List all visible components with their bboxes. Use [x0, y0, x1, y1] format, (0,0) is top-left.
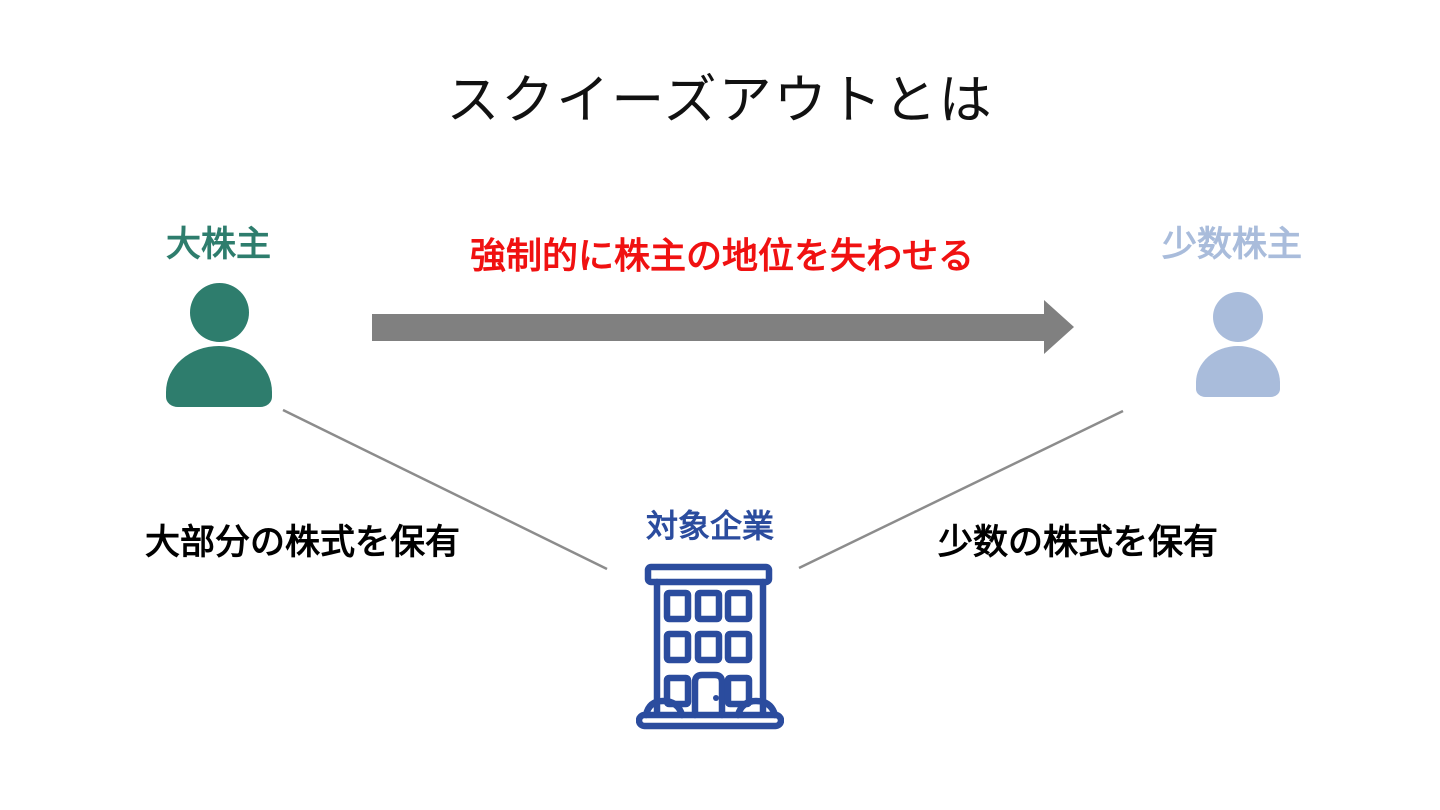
building-roof [644, 563, 773, 586]
arrow-head [1044, 300, 1074, 354]
page-title: スクイーズアウトとは [446, 71, 994, 130]
building-window [663, 589, 692, 623]
minority-holding-note: 少数の株式を保有 [938, 523, 1219, 562]
building-window [694, 630, 723, 664]
building-base [636, 711, 784, 730]
minority-shareholder-person-icon [1196, 292, 1280, 397]
person-head-shape [189, 283, 249, 342]
major-holding-note: 大部分の株式を保有 [145, 523, 461, 562]
building-bush [734, 697, 779, 719]
squeeze-out-caption: 強制的に株主の地位を失わせる [469, 235, 974, 276]
major-shareholder-label: 大株主 [166, 225, 272, 264]
building-window [694, 589, 723, 623]
building-window [724, 589, 753, 623]
person-torso-shape [166, 346, 272, 407]
building-window [724, 630, 753, 664]
building-doorknob [713, 695, 719, 701]
person-head-shape [1213, 292, 1263, 342]
building-window [663, 630, 692, 664]
right-arrow-icon [372, 300, 1082, 354]
target-company-label: 対象企業 [645, 508, 774, 544]
minority-shareholder-label: 少数株主 [1162, 225, 1303, 264]
building-window [724, 674, 753, 708]
building-icon [636, 563, 784, 730]
building-bush [642, 697, 686, 719]
arrow-shaft [372, 314, 1044, 341]
major-shareholder-person-icon [166, 283, 272, 407]
building-door [691, 671, 726, 719]
person-torso-shape [1196, 346, 1280, 397]
